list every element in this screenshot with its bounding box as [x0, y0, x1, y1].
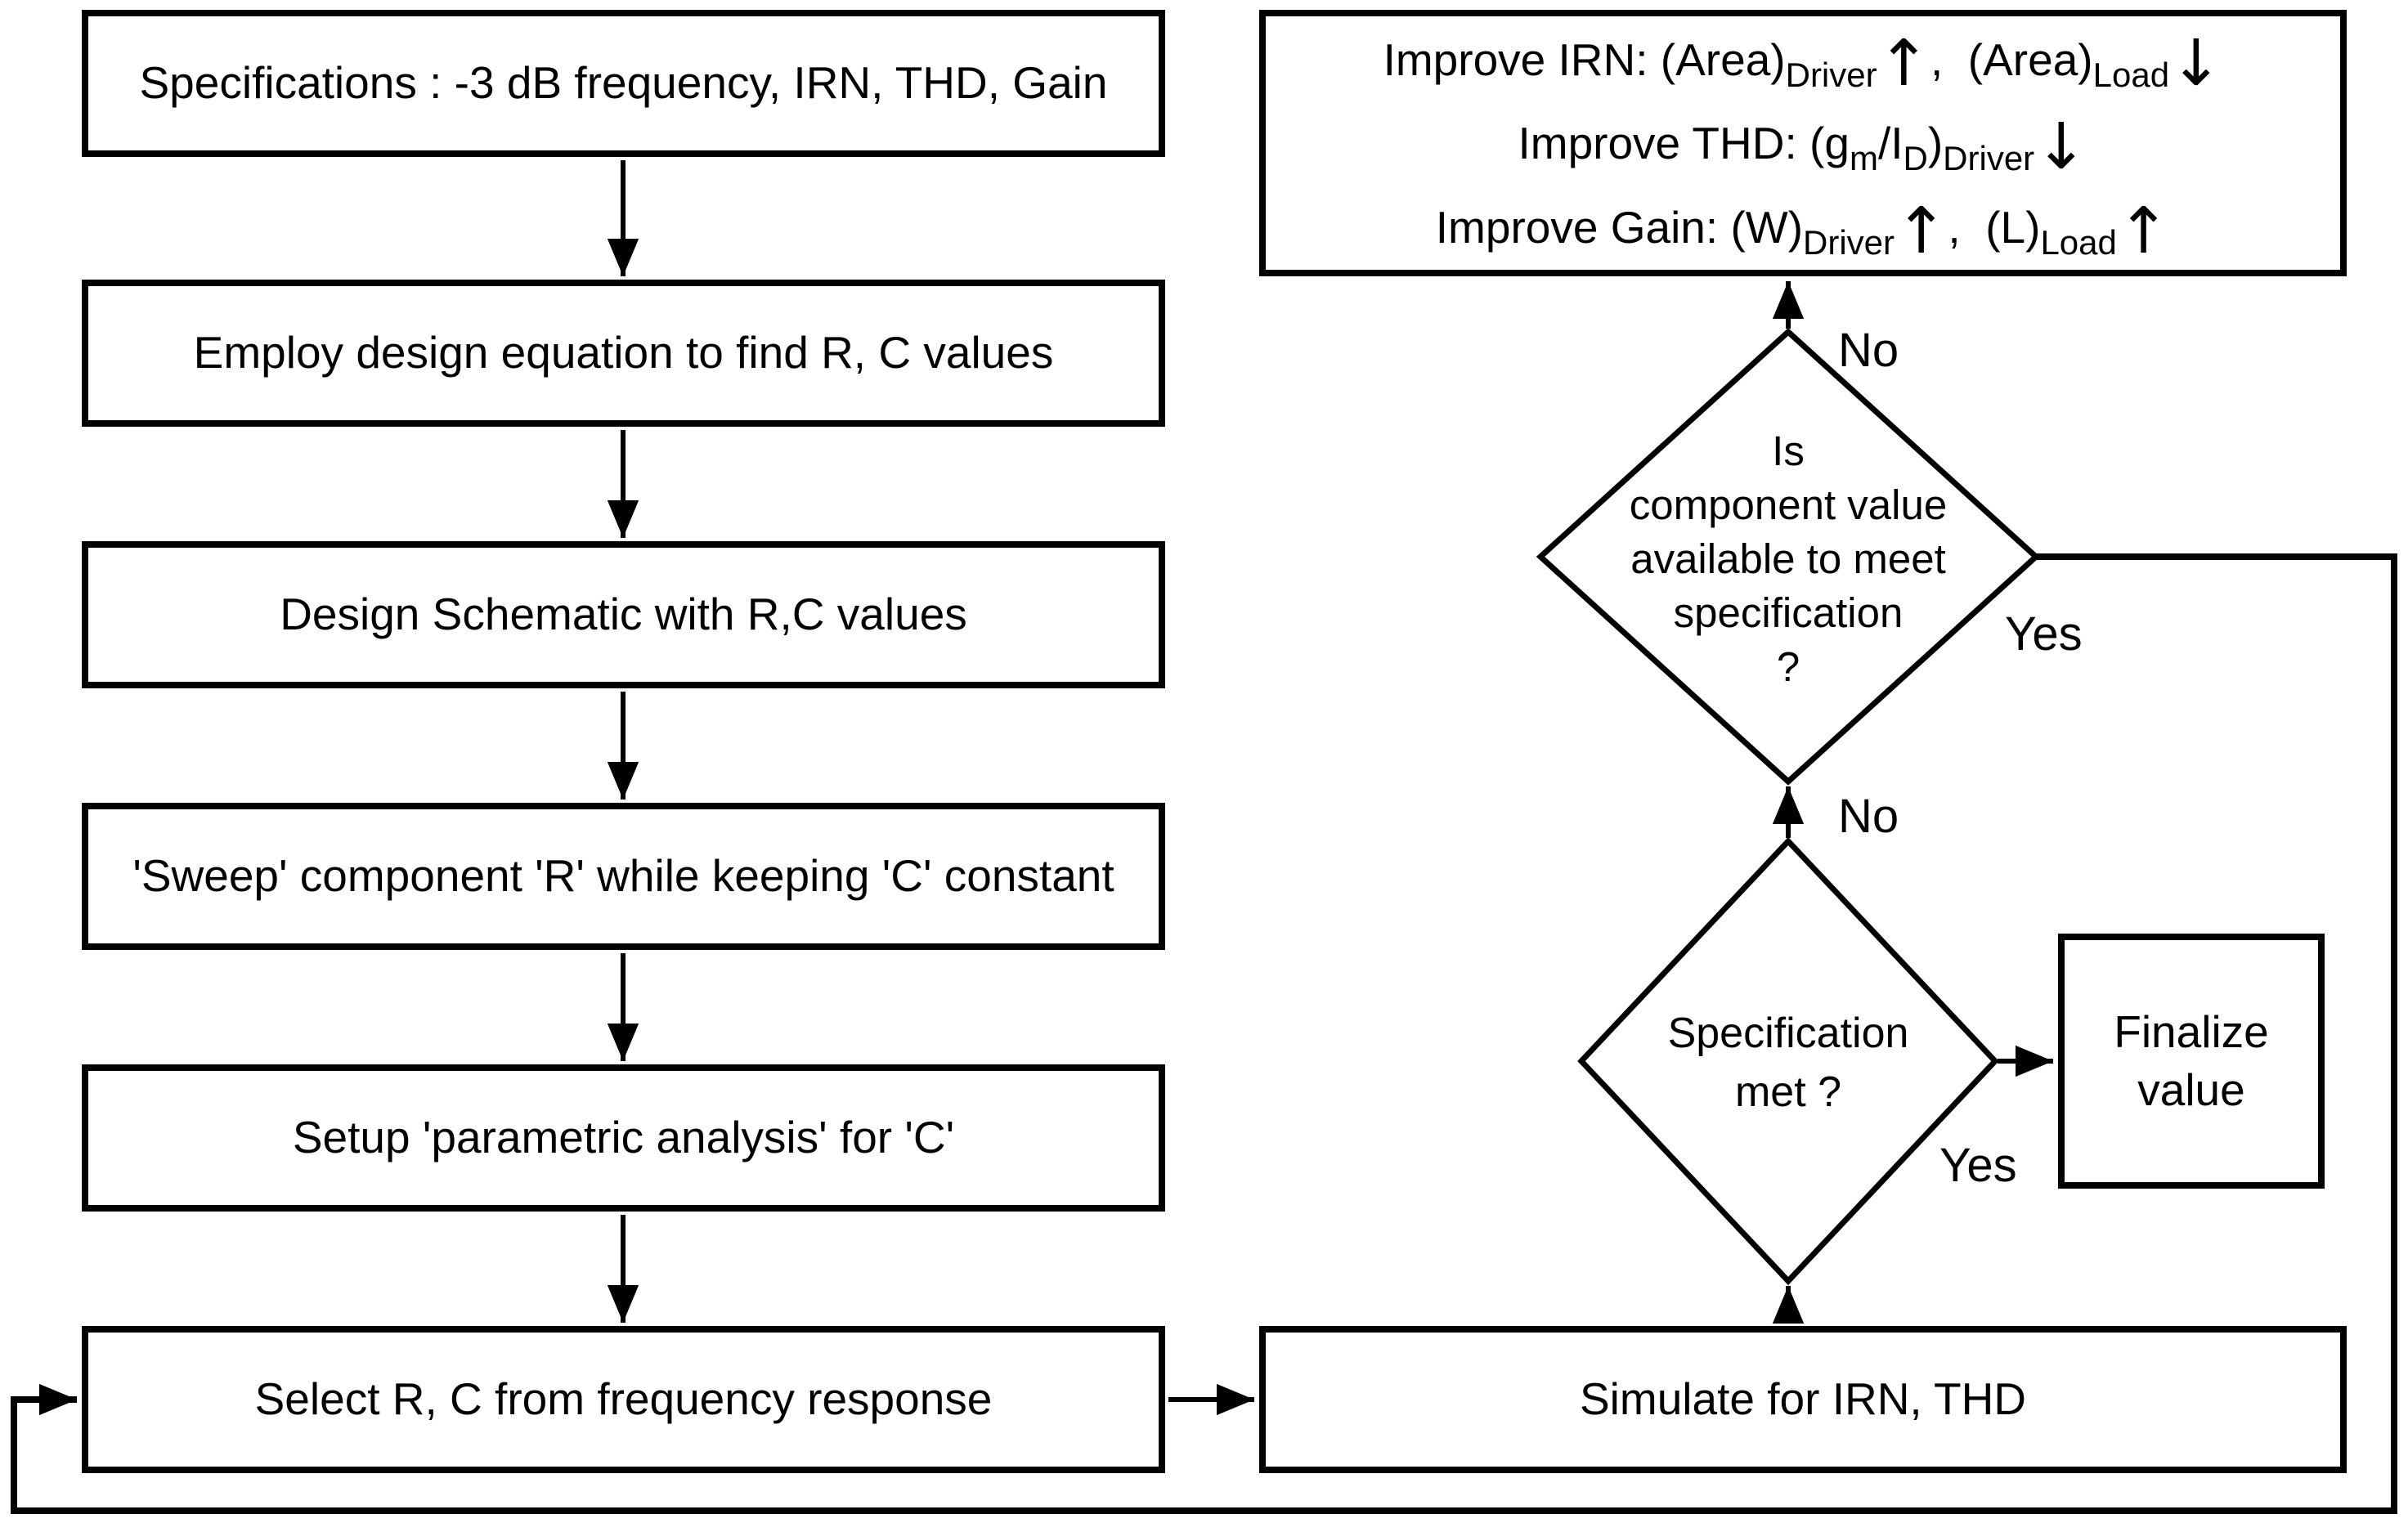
decision-upper-line-3: available to meet [1630, 535, 1946, 582]
no-label-component-available: No [1838, 324, 1899, 377]
box-specifications-label: Specifications : -3 dB frequency, IRN, T… [139, 57, 1108, 109]
box-parametric-analysis: Setup 'parametric analysis' for 'C' [82, 1064, 1165, 1212]
loop-component-available-yes-to-select [11, 553, 2397, 1514]
yes-label-component-available: Yes [2005, 607, 2083, 661]
box-improve-guidelines: Improve IRN: (Area)Driver↑, (Area)Load↓ … [1259, 10, 2347, 276]
decision-lower-line-1: Specification [1667, 1010, 1909, 1057]
box-finalize-value: Finalize value [2058, 934, 2325, 1189]
improve-thd-text-3: ) [1927, 118, 1944, 168]
improve-thd-sub-m: m [1849, 139, 1878, 177]
box-specifications: Specifications : -3 dB frequency, IRN, T… [82, 10, 1165, 157]
decision-upper-line-5: ? [1776, 643, 1800, 690]
box-select-rc-label: Select R, C from frequency response [254, 1373, 993, 1425]
improve-irn-text-2: , (Area) [1930, 34, 2093, 85]
box-design-schematic: Design Schematic with R,C values [82, 541, 1165, 688]
up-arrow-icon: ↑ [1895, 194, 1948, 268]
decision-upper-line-4: specification [1673, 589, 1904, 636]
box-finalize-line-1: Finalize [2114, 1006, 2269, 1057]
improve-gain-sub-driver: Driver [1803, 222, 1895, 262]
improve-gain-text-1: Improve Gain: (W) [1435, 201, 1804, 253]
yes-label-specification-met: Yes [1939, 1139, 2017, 1192]
decision-lower-line-2: met ? [1734, 1068, 1842, 1116]
box-parametric-analysis-label: Setup 'parametric analysis' for 'C' [292, 1112, 955, 1163]
box-select-rc: Select R, C from frequency response [82, 1326, 1165, 1473]
improve-gain-text-2: , (L) [1948, 201, 2041, 253]
down-arrow-icon: ↓ [2034, 110, 2088, 184]
box-sweep-component: 'Sweep' component 'R' while keeping 'C' … [82, 803, 1165, 950]
box-sweep-component-label: 'Sweep' component 'R' while keeping 'C' … [132, 850, 1114, 902]
improve-thd-line: Improve THD: (gm/ID)Driver↓ [1518, 102, 2087, 184]
improve-thd-sub-d: D [1903, 139, 1928, 177]
improve-thd-text-1: Improve THD: (g [1518, 118, 1850, 168]
box-employ-design-equation: Employ design equation to find R, C valu… [82, 280, 1165, 427]
decision-upper-line-1: Is [1772, 428, 1805, 474]
improve-gain-line: Improve Gain: (W)Driver↑, (L)Load↑ [1436, 186, 2170, 268]
decision-upper-line-2: component value [1629, 482, 1948, 528]
decision-specification-met-text: Specification met ? [1668, 1004, 1909, 1122]
improve-gain-sub-load: Load [2040, 222, 2117, 262]
box-finalize-line-2: value [2137, 1064, 2245, 1115]
improve-irn-sub-load: Load [2092, 55, 2170, 94]
improve-irn-sub-driver: Driver [1785, 55, 1877, 94]
up-arrow-icon: ↑ [2116, 194, 2171, 268]
decision-component-available-diamond [1536, 328, 2041, 786]
decision-specification-met-diamond [1577, 836, 1999, 1286]
box-employ-design-equation-label: Employ design equation to find R, C valu… [193, 327, 1054, 379]
improve-thd-text-2: /I [1877, 118, 1904, 168]
improve-irn-line: Improve IRN: (Area)Driver↑, (Area)Load↓ [1383, 19, 2223, 101]
up-arrow-icon: ↑ [1877, 26, 1930, 101]
improve-thd-sub-driver: Driver [1943, 139, 2035, 177]
box-simulate-label: Simulate for IRN, THD [1579, 1373, 2027, 1425]
no-label-specification-met: No [1838, 790, 1899, 843]
box-design-schematic-label: Design Schematic with R,C values [280, 589, 967, 640]
improve-irn-text-1: Improve IRN: (Area) [1383, 34, 1786, 85]
decision-component-available-text: Is component value available to meet spe… [1630, 424, 1947, 694]
box-simulate: Simulate for IRN, THD [1259, 1326, 2347, 1473]
down-arrow-icon: ↓ [2169, 26, 2223, 101]
